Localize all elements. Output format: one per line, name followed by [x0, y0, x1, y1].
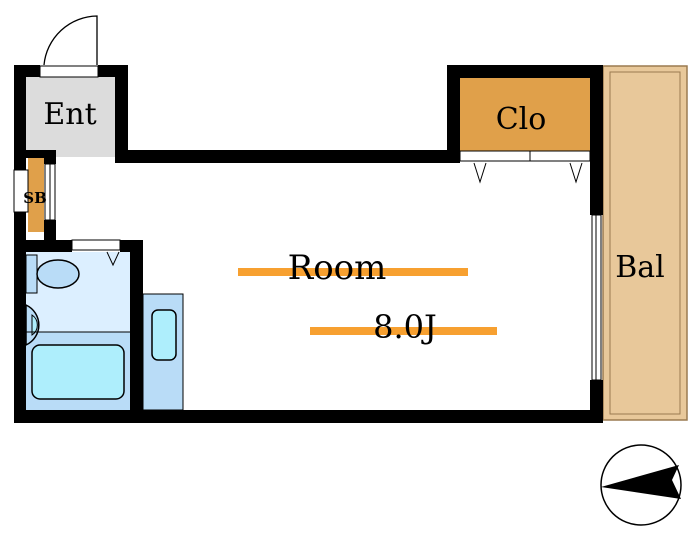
entrance-label: Ent [43, 97, 96, 132]
room-label: Room [288, 248, 387, 288]
size-label-underline [310, 327, 497, 335]
room-size-label: 8.0J [373, 308, 437, 346]
balcony [602, 65, 688, 421]
entrance-door [39, 65, 99, 78]
toilet-tank [25, 254, 38, 294]
walls [14, 65, 603, 423]
shoe-box [28, 158, 44, 232]
entrance-area [26, 77, 116, 157]
shoe-box-label: SB [23, 189, 47, 207]
closet-area [460, 78, 590, 151]
toilet [36, 259, 80, 289]
bathtub [31, 344, 125, 400]
north-arrow-icon [600, 444, 682, 526]
room-label-underline [238, 268, 468, 276]
closet-label: Clo [496, 102, 547, 137]
balcony-label: Bal [615, 250, 665, 285]
